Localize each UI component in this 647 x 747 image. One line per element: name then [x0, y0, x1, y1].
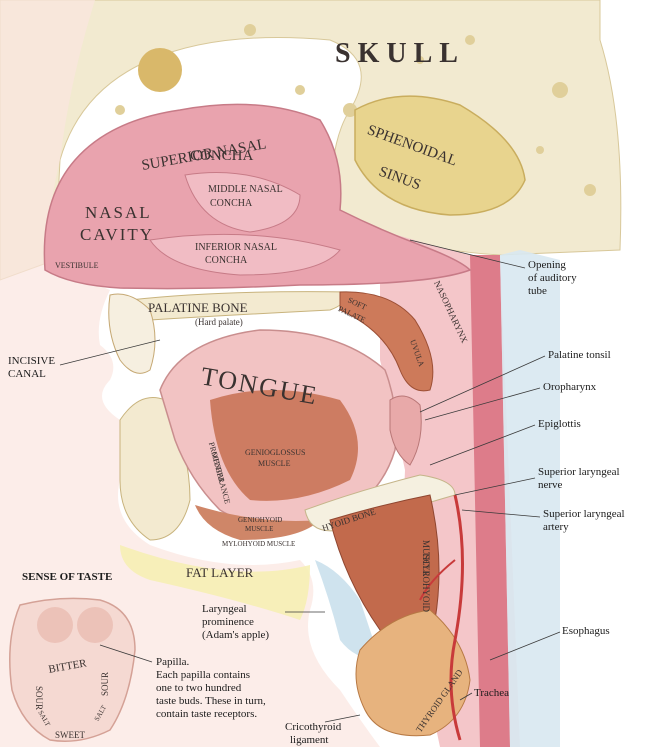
cricothyroid-label-1: Cricothyroid	[285, 721, 342, 733]
laryngeal-prom-label-2: prominence	[202, 616, 254, 628]
geniohyoid-label-2: MUSCLE	[245, 525, 273, 533]
middle-concha-label: CONCHA	[210, 198, 253, 209]
cricothyroid-label-2: ligament	[290, 734, 329, 746]
sup-laryngeal-artery-label-2: artery	[543, 521, 569, 533]
papilla-label-1: Papilla.	[156, 656, 190, 668]
opening-label-2: of auditory	[528, 272, 577, 284]
thyrohyoid-label-2: MUSCLE	[421, 540, 431, 577]
papilla-label-5: contain taste receptors.	[156, 708, 257, 720]
cavity-label: CAVITY	[80, 225, 154, 244]
laryngeal-prom-label-1: Laryngeal	[202, 603, 247, 615]
genioglossus-label-1: GENIOGLOSSUS	[245, 448, 305, 457]
vestibule-label: VESTIBULE	[55, 261, 99, 270]
sup-laryngeal-artery-label-1: Superior laryngeal	[543, 508, 625, 520]
skull-label: SKULL	[335, 38, 465, 69]
opening-label-3: tube	[528, 285, 547, 297]
incisive-label-2: CANAL	[8, 368, 46, 380]
papilla-label-3: one to two hundred	[156, 682, 242, 694]
incisive-label-1: INCISIVE	[8, 355, 55, 367]
trachea-label: Trachea	[474, 687, 509, 699]
palatine-tonsil-label: Palatine tonsil	[548, 349, 611, 361]
laryngeal-prom-label-3: (Adam's apple)	[202, 629, 269, 641]
epiglottis-label: Epiglottis	[538, 418, 581, 430]
geniohyoid-label-1: GENIOHYOID	[238, 516, 282, 524]
middle-nasal-label: MIDDLE NASAL	[208, 184, 283, 195]
inferior-concha-label: CONCHA	[205, 255, 248, 266]
hard-palate-label: (Hard palate)	[195, 317, 243, 327]
papilla-label-4: taste buds. These in turn,	[156, 695, 266, 707]
sup-laryngeal-nerve-label-2: nerve	[538, 479, 563, 491]
mylohyoid-label: MYLOHYOID MUSCLE	[222, 540, 295, 548]
sweet-label: SWEET	[55, 730, 85, 740]
opening-label-1: Opening	[528, 259, 566, 271]
sense-of-taste-title: SENSE OF TASTE	[22, 571, 112, 583]
papilla-label-2: Each papilla contains	[156, 669, 250, 681]
inferior-nasal-label: INFERIOR NASAL	[195, 242, 277, 253]
sup-laryngeal-nerve-label-1: Superior laryngeal	[538, 466, 620, 478]
sour-right-label: SOUR	[100, 672, 110, 696]
palatine-bone-label: PALATINE BONE	[148, 300, 248, 315]
taste-papilla-left	[37, 607, 73, 643]
fat-layer-label: FAT LAYER	[186, 565, 254, 580]
nasal-label: NASAL	[85, 203, 152, 222]
sour-left-label: SOUR	[34, 686, 44, 710]
taste-papilla-right	[77, 607, 113, 643]
oropharynx-label: Oropharynx	[543, 381, 597, 393]
superior-concha-label: CONCHA	[190, 148, 254, 164]
esophagus-label: Esophagus	[562, 625, 610, 637]
genioglossus-label-2: MUSCLE	[258, 459, 291, 468]
trachea-tube	[500, 250, 560, 747]
